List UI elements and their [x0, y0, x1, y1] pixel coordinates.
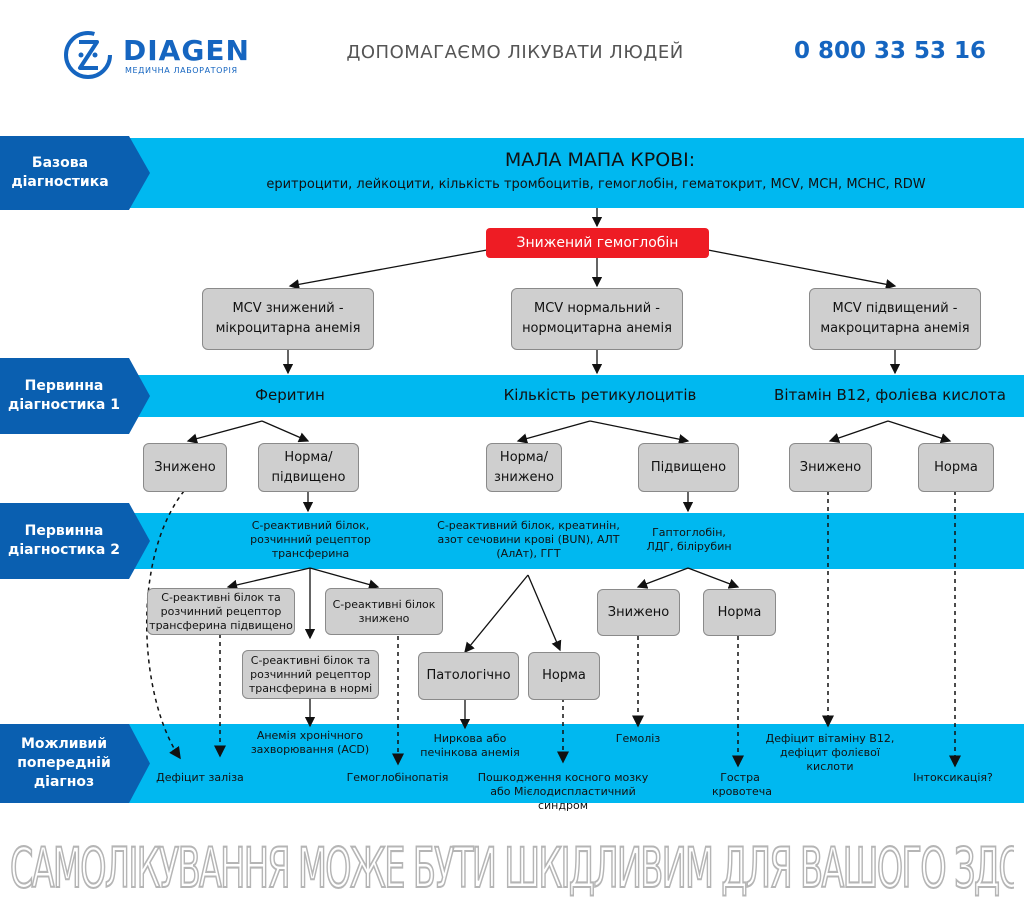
test-ferritin: Феритин — [255, 386, 325, 404]
dx-hemoglobinopathy: Гемоглобінопатія — [346, 771, 449, 784]
dx-iron-deficiency: Дефіцит заліза — [156, 771, 244, 784]
node-marrow-normal[interactable]: Норма — [528, 652, 600, 700]
band-primary-1 — [0, 375, 1024, 417]
band-primary-2 — [0, 513, 1024, 569]
dx-hemolysis: Гемоліз — [615, 732, 661, 745]
node-crp-low[interactable]: С-реактивні білок знижено — [325, 588, 443, 635]
footer-warning: САМОЛІКУВАННЯ МОЖЕ БУТИ ШКІДЛИВИМ ДЛЯ ВА… — [10, 835, 1014, 902]
dx-acute-bleeding: Гостра кровотеча — [712, 771, 772, 798]
node-haptoglobin-normal[interactable]: Норма — [703, 589, 776, 636]
node-pathologic[interactable]: Патологічно — [418, 652, 519, 700]
node-haptoglobin-low[interactable]: Знижено — [597, 589, 680, 636]
test-haptoglobin: Гаптоглобін, ЛДГ, білірубин — [646, 526, 732, 553]
dx-renal-liver-anemia: Ниркова або печінкова анемія — [420, 732, 520, 759]
dx-chronic-disease-anemia: Анемія хронічного захворювання (ACD) — [250, 729, 370, 756]
dx-intoxication: Інтоксикація? — [913, 771, 993, 784]
dx-marrow-damage: Пошкодження косного мозку або Мієлодиспл… — [477, 771, 649, 812]
node-mcv-low[interactable]: MCV знижений - мікроцитарна анемія — [202, 288, 374, 350]
node-crp-tf-high[interactable]: С-реактивні білок та розчинний рецептор … — [147, 588, 295, 635]
node-retic-normal-low[interactable]: Норма/ знижено — [486, 443, 562, 492]
phone-number[interactable]: 0 800 33 53 16 — [793, 38, 987, 64]
node-mcv-normal[interactable]: MCV нормальний - нормоцитарна анемія — [511, 288, 683, 350]
band-base — [0, 138, 1024, 208]
logo[interactable]: DIAGEN МЕДИЧНА ЛАБОРАТОРІЯ — [63, 30, 249, 80]
test-renal-liver-panel: С-реактивний білок, креатинін, азот сечо… — [437, 519, 620, 560]
test-reticulocytes: Кількість ретикулоцитів — [503, 386, 697, 404]
test-crp-transferrin: С-реактивний білок, розчинний рецептор т… — [250, 519, 371, 560]
dx-b12-folate-deficiency: Дефіцит вітаміну B12, дефіцит фолієвої к… — [765, 732, 895, 773]
level-primary-1: Первинна діагностика 1 — [0, 358, 150, 434]
node-crp-tf-normal[interactable]: С-реактивні білок та розчинний рецептор … — [242, 650, 379, 699]
logo-name: DIAGEN — [123, 34, 250, 67]
node-low-hemoglobin[interactable]: Знижений гемоглобін — [486, 228, 709, 258]
blood-panel-title: МАЛА МАПА КРОВІ: — [504, 149, 696, 171]
node-mcv-high[interactable]: MCV підвищений - макроцитарна анемія — [809, 288, 981, 350]
test-b12-folate: Вітамін B12, фолієва кислота — [774, 386, 1006, 404]
level-diagnosis: Можливий попередній діагноз — [0, 724, 150, 803]
node-b12-low[interactable]: Знижено — [789, 443, 872, 492]
blood-panel-subtitle: еритроцити, лейкоцити, кількість тромбоц… — [266, 177, 926, 192]
node-ferritin-normal-high[interactable]: Норма/ підвищено — [258, 443, 359, 492]
slogan: ДОПОМАГАЄМО ЛІКУВАТИ ЛЮДЕЙ — [346, 42, 684, 63]
level-base: Базова діагностика — [0, 136, 150, 210]
level-primary-2: Первинна діагностика 2 — [0, 503, 150, 579]
node-b12-normal[interactable]: Норма — [918, 443, 994, 492]
band-diagnosis — [0, 724, 1024, 803]
node-retic-high[interactable]: Підвищено — [638, 443, 739, 492]
logo-subtitle: МЕДИЧНА ЛАБОРАТОРІЯ — [125, 66, 238, 75]
logo-icon — [64, 31, 112, 79]
node-ferritin-low[interactable]: Знижено — [143, 443, 227, 492]
